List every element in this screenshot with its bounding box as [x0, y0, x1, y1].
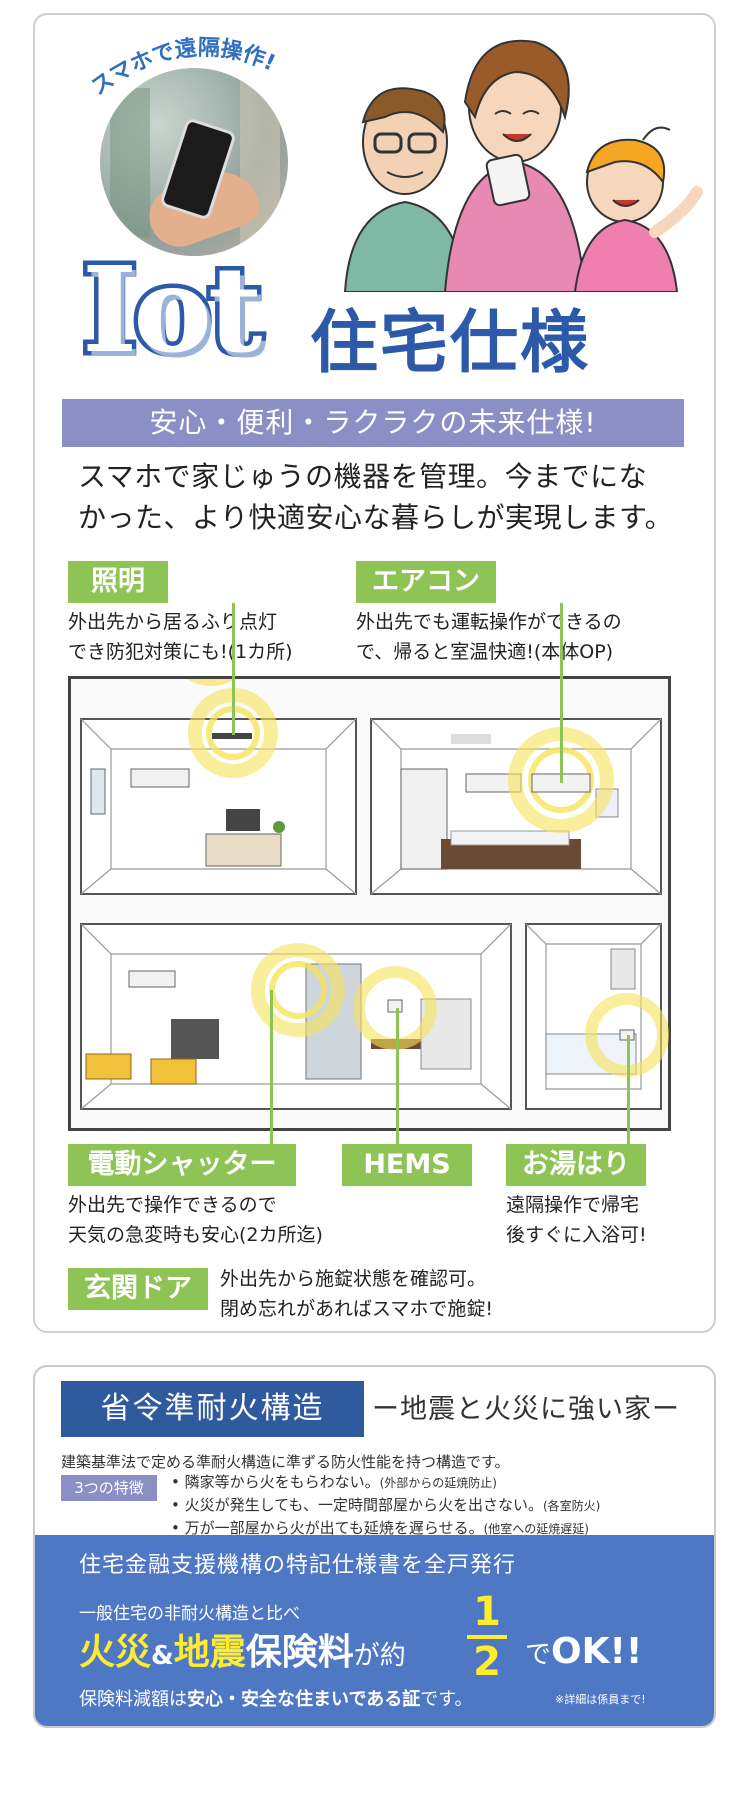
fire-features-list: • 隣家等から火をもらわない。(外部からの延焼防止) • 火災が発生しても、一定… — [171, 1471, 600, 1540]
lead-text: スマホで家じゅうの機器を管理。今までにな かった、より快適安心な暮らしが実現しま… — [78, 456, 678, 538]
ceiling-light-icon — [212, 733, 252, 739]
insurance-footer: 保険料減額は安心・安全な住まいである証です。 — [79, 1689, 473, 1710]
list-item: • 隣家等から火をもらわない。(外部からの延焼防止) — [171, 1473, 497, 1491]
fire-title: 省令準耐火構造 — [61, 1381, 364, 1437]
desc-shutter-2: 天気の急変時も安心(2カ所迄) — [68, 1224, 323, 1246]
fire-subtitle: ー地震と火災に強い家ー — [372, 1394, 680, 1425]
tag-hems: HEMS — [342, 1144, 472, 1186]
house-rooms — [80, 596, 662, 1110]
tag-bath: お湯はり — [506, 1144, 646, 1186]
desc-shutter-1: 外出先で操作できるので — [68, 1194, 277, 1216]
desc-lighting-1: 外出先から居るふり点灯 — [68, 611, 278, 633]
desc-shutter: 外出先で操作できるので 天気の急変時も安心(2カ所迄) — [68, 1190, 323, 1250]
title-housing-spec: 住宅仕様 — [310, 304, 591, 383]
arc-caption: スマホで遠隔操作! — [88, 35, 279, 98]
hems-panel-icon — [387, 999, 403, 1013]
connector-shutter — [270, 990, 273, 1144]
half-fraction: 1 2 — [467, 1591, 507, 1683]
tag-lighting: 照明 — [68, 561, 168, 603]
desc-aircon-1: 外出先でも運転操作ができるの — [356, 611, 622, 633]
tag-door: 玄関ドア — [68, 1268, 208, 1310]
insurance-headline: 住宅金融支援機構の特記仕様書を全戸発行 — [79, 1553, 517, 1578]
desc-aircon-2: で、帰ると室温快適!(本体OP) — [356, 641, 614, 663]
fire-structure-card: 省令準耐火構造 ー地震と火災に強い家ー 建築基準法で定める準耐火構造に準ずる防火… — [33, 1365, 716, 1728]
desc-door-1: 外出先から施錠状態を確認可。 — [220, 1268, 487, 1290]
ok-text: でOK!! — [525, 1631, 643, 1672]
tagline-band: 安心・便利・ラクラクの未来仕様! — [62, 399, 684, 447]
lead-line-1: スマホで家じゅうの機器を管理。今までにな — [78, 460, 648, 493]
desc-lighting-2: でき防犯対策にも!(1カ所) — [68, 641, 293, 663]
insurance-claim: 火災&地震保険料が約 — [79, 1632, 406, 1673]
lead-line-2: かった、より快適安心な暮らしが実現します。 — [78, 501, 674, 534]
insurance-panel: 住宅金融支援機構の特記仕様書を全戸発行 一般住宅の非耐火構造と比べ 火災&地震保… — [35, 1535, 714, 1726]
insurance-compare: 一般住宅の非耐火構造と比べ — [79, 1604, 300, 1624]
features-badge: 3つの特徴 — [61, 1475, 157, 1501]
desc-bath-2: 後すぐに入浴可! — [506, 1224, 647, 1246]
family-illustration — [343, 39, 703, 292]
connector-lighting — [232, 603, 235, 735]
connector-aircon — [560, 603, 563, 783]
main-title: Iot 住宅仕様 — [77, 240, 682, 395]
desc-aircon: 外出先でも運転操作ができるの で、帰ると室温快適!(本体OP) — [356, 607, 622, 667]
smartphone-photo — [100, 68, 288, 256]
desc-door-2: 閉め忘れがあればスマホで施錠! — [220, 1298, 494, 1320]
list-item: • 万が一部屋から火が出ても延焼を遅らせる。(他室への延焼遅延) — [171, 1519, 589, 1537]
connector-hems — [396, 1008, 399, 1144]
insurance-note: ※詳細は係員まで! — [555, 1693, 646, 1706]
title-iot: Iot — [77, 240, 266, 379]
tag-shutter: 電動シャッター — [68, 1144, 296, 1186]
desc-lighting: 外出先から居るふり点灯 でき防犯対策にも!(1カ所) — [68, 607, 293, 667]
desc-bath-1: 遠隔操作で帰宅 — [506, 1194, 640, 1216]
fire-description: 建築基準法で定める準耐火構造に準ずる防火性能を持つ構造です。 — [61, 1453, 510, 1471]
desc-door: 外出先から施錠状態を確認可。 閉め忘れがあればスマホで施錠! — [220, 1264, 493, 1324]
desc-bath: 遠隔操作で帰宅 後すぐに入浴可! — [506, 1190, 647, 1250]
photo-background — [110, 88, 150, 238]
list-item: • 火災が発生しても、一定時間部屋から火を出さない。(各室防火) — [171, 1496, 601, 1514]
tag-aircon: エアコン — [356, 561, 496, 603]
connector-bath — [627, 1035, 630, 1144]
